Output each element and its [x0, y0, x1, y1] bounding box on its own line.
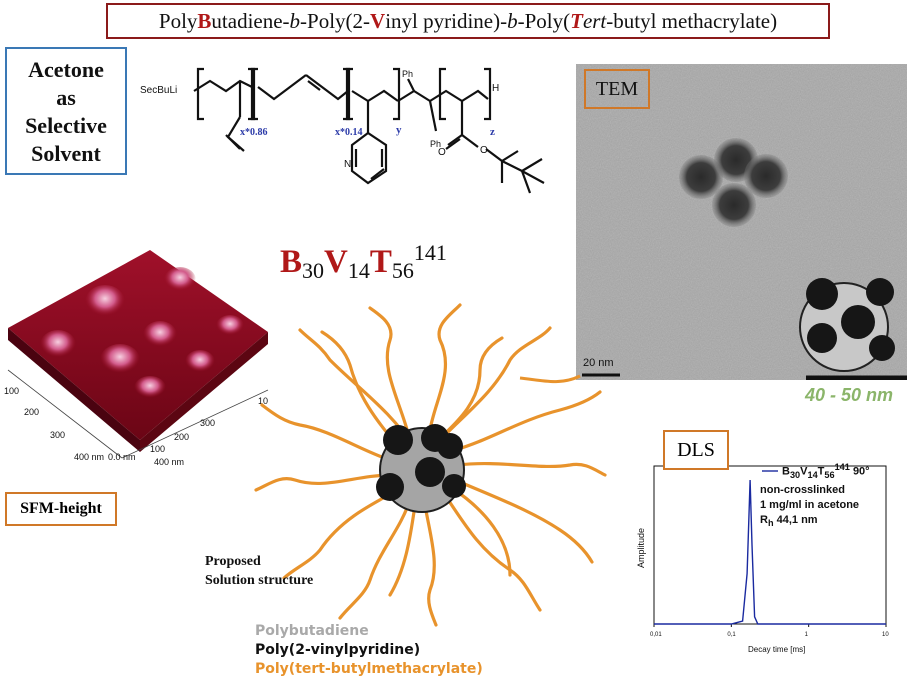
dls-legend-line: 1 mg/ml in acetone	[760, 498, 860, 511]
micelle-size-range: 40 - 50 nm	[805, 385, 894, 405]
title-part: -butyl methacrylate)	[606, 8, 778, 33]
proposed-caption: Proposed Solution structure	[205, 552, 313, 590]
tem-micelle	[744, 154, 788, 198]
title-part: utadiene-	[211, 8, 290, 33]
dls-legend-series: B30V14T56141 90°	[782, 462, 870, 480]
dls-series-line	[654, 479, 886, 625]
initiator-label: SecBuLi	[140, 85, 177, 96]
dls-x-tick-label: 0,1	[727, 632, 736, 638]
formula-sup: 141	[413, 240, 447, 265]
sfm-height-plot: 100 200 300 400 nm 0.0 nm 100 200 300 40…	[4, 250, 269, 467]
dls-label: DLS	[663, 430, 729, 470]
phenyl-label: Ph	[402, 69, 413, 79]
micelle-core	[376, 424, 466, 513]
sfm-surface	[8, 250, 268, 440]
title-block-b: b	[507, 8, 518, 33]
sfm-tick: 10	[258, 396, 268, 406]
pb12-subscript: x*0.86	[240, 127, 268, 138]
sfm-tick: 400 nm	[74, 452, 104, 462]
solvent-line: Acetone	[28, 57, 104, 82]
formula-t-sub: 56	[391, 258, 414, 283]
p2vp-domain	[437, 433, 463, 459]
sfm-tick: 200	[174, 432, 189, 442]
pb14-subscript: x*0.14	[335, 127, 363, 138]
chemical-structure: SecBuLi x*0.86 x*0.14 y z Ph Ph H N O O	[140, 67, 545, 194]
title-part: -Poly(2-	[300, 8, 371, 33]
dls-legend-rh: Rh 44,1 nm	[760, 513, 818, 529]
formula-t: T	[369, 244, 392, 280]
sfm-axis-right	[121, 389, 269, 459]
tem-label: TEM	[584, 69, 650, 109]
sfm-tick: 300	[200, 418, 215, 428]
dls-chart: 0,01 0,1 1 10 Amplitude Decay time [ms]	[636, 465, 889, 654]
formula-b: B	[280, 244, 303, 280]
title-initial-v: V	[370, 8, 386, 33]
p2vp-domain	[383, 425, 413, 455]
caption-line: Solution structure	[205, 573, 314, 588]
p2vp-domain	[376, 473, 404, 501]
formula-b-sub: 30	[302, 258, 325, 283]
sfm-tick: 0.0 nm	[108, 452, 136, 462]
solvent-box: Acetone as Selective Solvent	[5, 47, 127, 175]
polymer-formula: B30V14T56141	[280, 240, 447, 284]
connector-line	[519, 374, 581, 384]
dls-legend: B30V14T56141 90° non-crosslinked 1 mg/ml…	[760, 460, 870, 531]
micelle-schematic	[799, 278, 895, 372]
bracket-left	[196, 67, 204, 121]
sfm-axis-left	[7, 369, 123, 459]
title-part: ert	[582, 8, 607, 33]
dls-x-tick-label: 0,01	[650, 632, 662, 638]
title-part: -Poly(	[517, 8, 571, 33]
formula-v-sub: 14	[347, 258, 370, 283]
formula-v: V	[324, 244, 348, 280]
p2vp-subscript: y	[396, 124, 402, 136]
legend-polybutadiene: Polybutadiene	[255, 623, 369, 639]
solvent-line: Solvent	[31, 141, 101, 166]
hydrogen-label: H	[492, 83, 499, 94]
tem-micelle	[712, 183, 756, 227]
solvent-line: as	[56, 85, 76, 110]
title-part: inyl pyridine)-	[385, 8, 508, 33]
dls-legend-line: non-crosslinked	[760, 483, 845, 496]
p2vp-domain	[442, 474, 466, 498]
dls-x-tick-label: 1	[805, 632, 809, 638]
sfm-label: SFM-height	[5, 492, 117, 526]
title-part: Poly	[158, 8, 198, 33]
pb12-backbone	[193, 79, 253, 93]
nitrogen-label: N	[344, 159, 351, 170]
solution-structure-diagram	[254, 303, 607, 627]
title-initial-b: B	[197, 8, 212, 33]
tem-micelle	[679, 155, 723, 199]
tem-scale-label: 20 nm	[583, 357, 614, 369]
dls-plot-frame	[653, 465, 887, 625]
p2vp-domain	[415, 457, 445, 487]
tem-image	[576, 64, 907, 380]
sfm-tick: 100	[150, 444, 165, 454]
phenyl-label: Ph	[430, 139, 441, 149]
ptbma-corona	[254, 303, 607, 627]
oxygen-label: O	[480, 145, 488, 156]
title-initial-t: T	[570, 8, 583, 33]
sfm-tick: 300	[50, 430, 65, 440]
legend-p2vp: Poly(2-vinylpyridine)	[255, 642, 421, 658]
dls-x-label: Decay time [ms]	[748, 645, 805, 654]
sfm-peaks	[40, 267, 244, 400]
caption-line: Proposed	[205, 554, 261, 569]
sfm-tick: 200	[24, 407, 39, 417]
oxygen-label: O	[438, 147, 446, 158]
dls-y-label: Amplitude	[636, 528, 646, 568]
sfm-tick: 400 nm	[154, 457, 184, 467]
ptbma-subscript: z	[490, 126, 495, 138]
solvent-line: Selective	[25, 113, 107, 138]
block-legend: Polybutadiene Poly(2-vinylpyridine) Poly…	[255, 622, 483, 679]
legend-ptbma: Poly(tert-butylmethacrylate)	[255, 661, 483, 677]
title-block-b: b	[289, 8, 301, 33]
sfm-tick: 100	[4, 386, 19, 396]
dls-x-tick-label: 10	[882, 632, 889, 638]
